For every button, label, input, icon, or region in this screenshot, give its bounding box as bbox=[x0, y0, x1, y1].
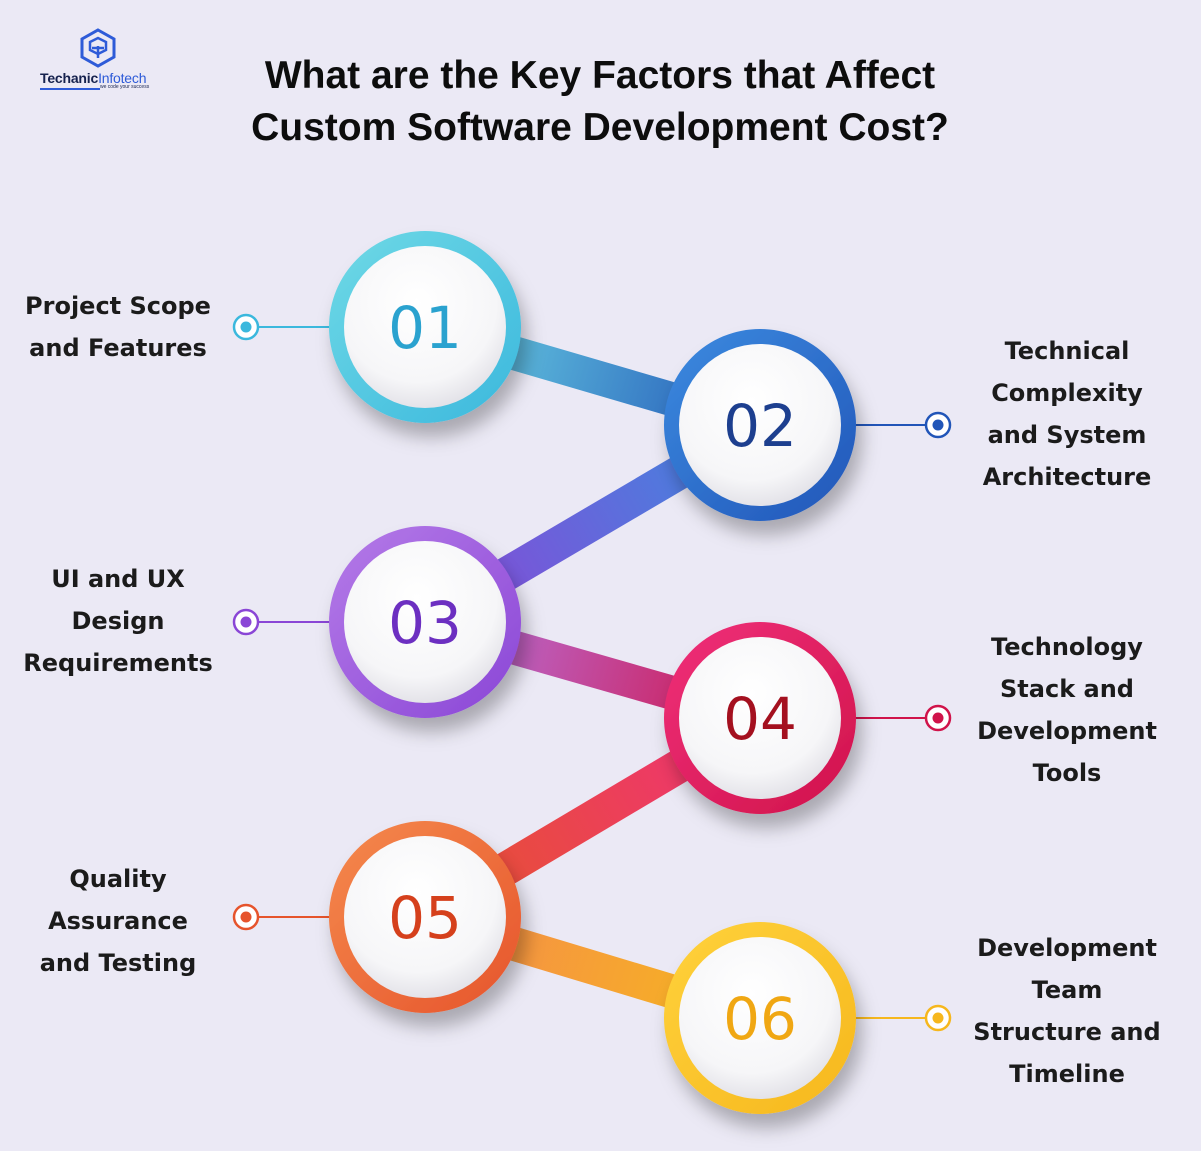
company-logo: TechanicInfotech we code your success bbox=[40, 28, 165, 94]
factor-number: 02 bbox=[723, 392, 797, 460]
factor-label-line: Development bbox=[977, 717, 1157, 745]
factor-node-06: 06 bbox=[664, 922, 952, 1114]
factor-label-01: Project Scope and Features bbox=[0, 285, 238, 369]
factor-label-line: Team bbox=[1031, 976, 1103, 1004]
factor-disc bbox=[344, 246, 506, 408]
factor-node-01: 01 bbox=[232, 231, 521, 423]
leader-dot bbox=[240, 911, 252, 923]
logo-tagline: we code your success bbox=[100, 84, 150, 90]
factor-label-line: Tools bbox=[1032, 759, 1102, 787]
leader-dot bbox=[932, 419, 944, 431]
factor-label-line: Technology bbox=[991, 633, 1143, 661]
factor-label-line: and Features bbox=[29, 334, 207, 362]
title-line-1: What are the Key Factors that Affect bbox=[264, 54, 936, 97]
factor-disc bbox=[679, 937, 841, 1099]
factor-label-line: Requirements bbox=[23, 649, 213, 677]
factor-node-04: 04 bbox=[664, 622, 952, 814]
factor-label-line: Project Scope bbox=[25, 292, 211, 320]
factor-label-line: Quality bbox=[69, 865, 167, 893]
factor-node-03: 03 bbox=[232, 526, 521, 718]
factor-number: 03 bbox=[388, 589, 462, 657]
factor-label-line: Stack and bbox=[1000, 675, 1134, 703]
leader-dot bbox=[932, 1012, 944, 1024]
factor-node-05: 05 bbox=[232, 821, 521, 1013]
factor-disc bbox=[344, 836, 506, 998]
leader-dot bbox=[240, 321, 252, 333]
factor-number: 06 bbox=[723, 985, 797, 1053]
factor-disc bbox=[679, 344, 841, 506]
leader-dot bbox=[932, 712, 944, 724]
factor-label-line: UI and UX bbox=[51, 565, 185, 593]
factor-node-02: 02 bbox=[664, 329, 952, 521]
logo-mark-icon bbox=[80, 28, 116, 68]
factor-number: 04 bbox=[723, 685, 797, 753]
factor-label-line: Timeline bbox=[1009, 1060, 1125, 1088]
factor-label-line: Complexity bbox=[991, 379, 1143, 407]
factor-disc bbox=[679, 637, 841, 799]
factor-label-line: and Testing bbox=[39, 949, 197, 977]
factor-label-line: Architecture bbox=[982, 463, 1152, 491]
logo-wordmark: TechanicInfotech bbox=[40, 70, 147, 86]
factor-disc bbox=[344, 541, 506, 703]
factor-label-line: Design bbox=[71, 607, 165, 635]
factor-number: 05 bbox=[388, 884, 462, 952]
factor-label-line: Technical bbox=[1004, 337, 1130, 365]
title-line-2: Custom Software Development Cost? bbox=[251, 106, 949, 149]
factor-label-line: Structure and bbox=[973, 1018, 1161, 1046]
factor-label-line: Assurance bbox=[48, 907, 188, 935]
factor-number: 01 bbox=[388, 294, 462, 362]
factor-label-line: and System bbox=[987, 421, 1147, 449]
leader-dot bbox=[240, 616, 252, 628]
factor-label-line: Development bbox=[977, 934, 1157, 962]
page-title: What are the Key Factors that Affect Cus… bbox=[190, 50, 1010, 154]
logo-underline bbox=[40, 88, 100, 90]
